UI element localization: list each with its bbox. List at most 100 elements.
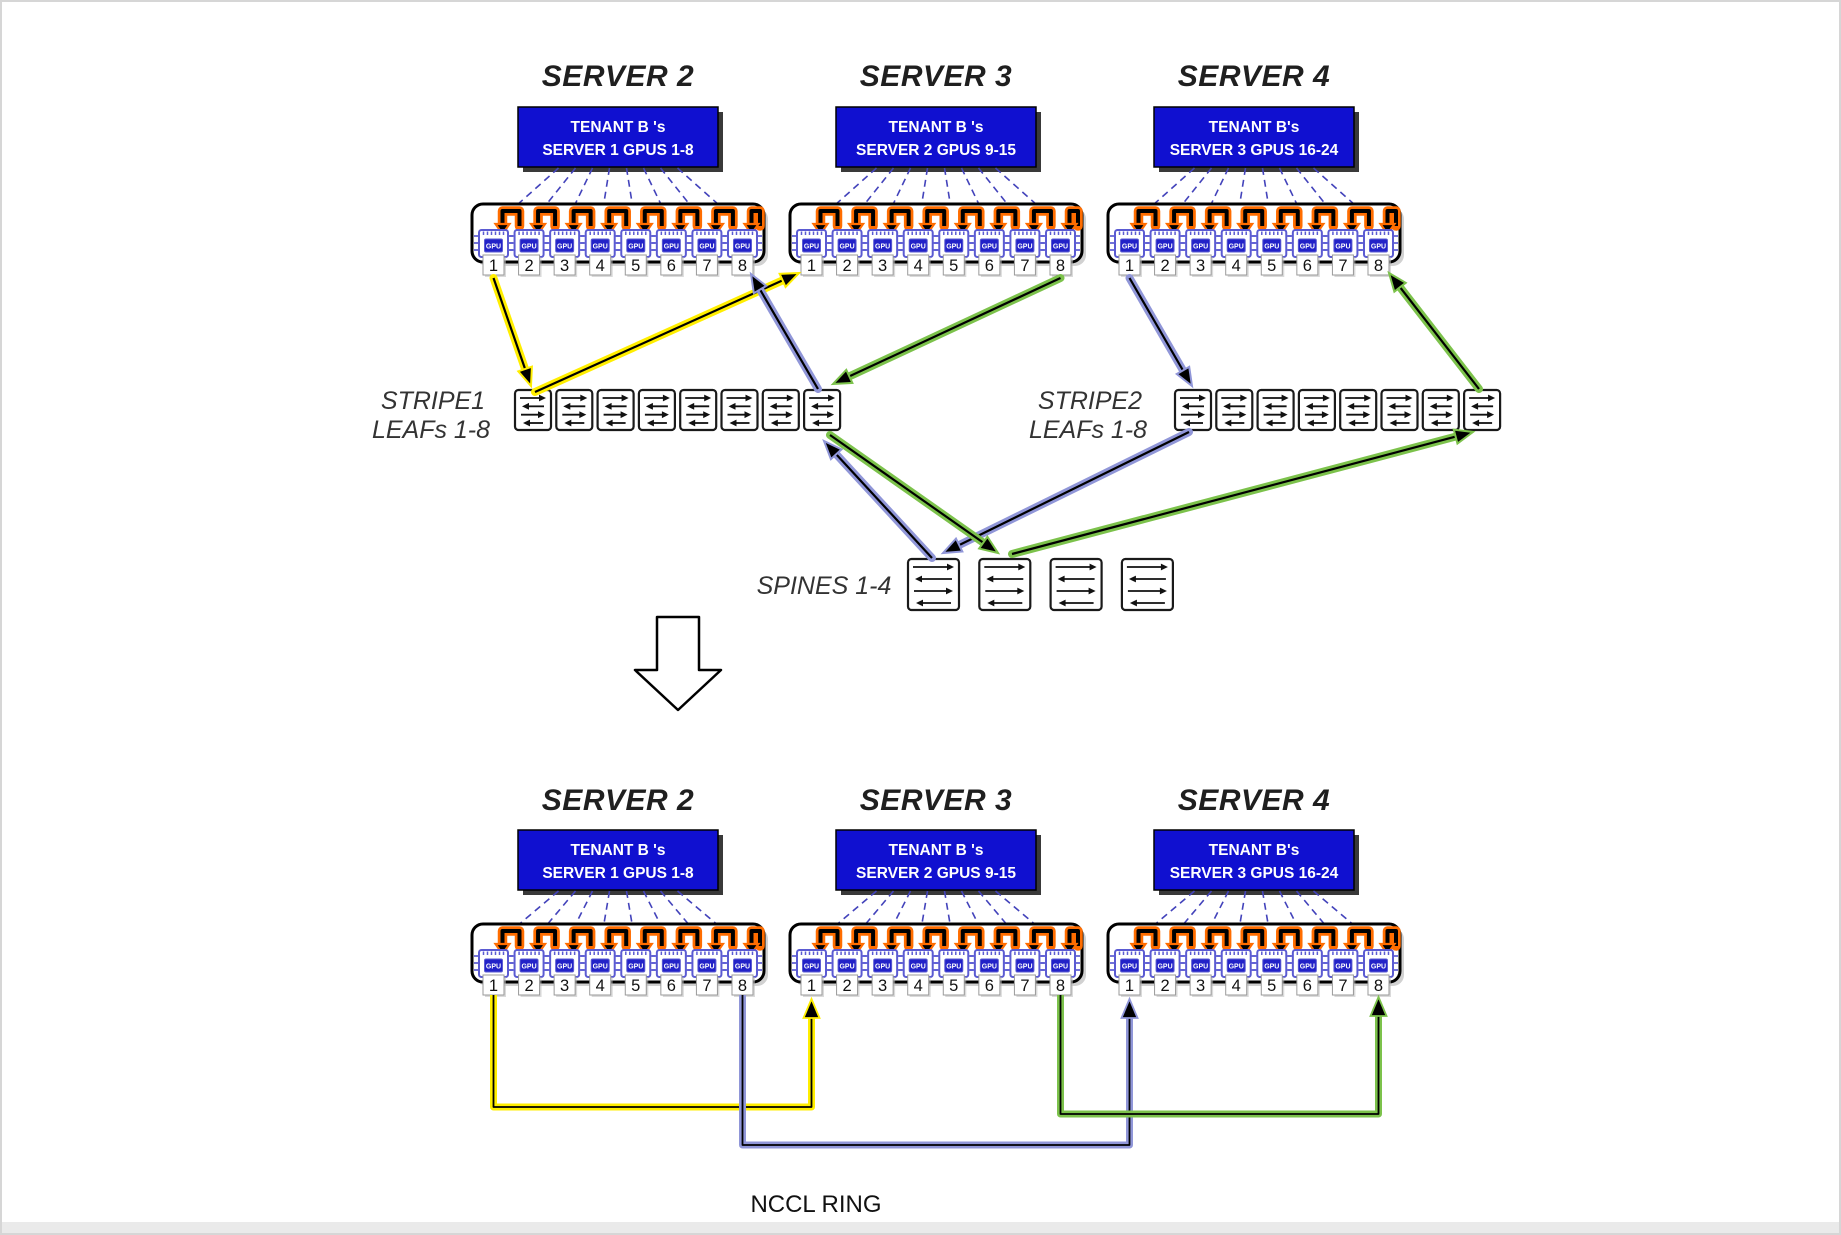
chip-die: [519, 238, 539, 253]
switch-arrow-head: [1363, 411, 1371, 419]
gpu-number-tag: 7: [695, 254, 720, 277]
gpu-number-tag: 3: [1189, 974, 1214, 997]
switch-arrow-head: [604, 402, 612, 410]
tenant-gpu-link: [1261, 890, 1273, 947]
gpu-number: 1: [807, 257, 816, 275]
switch-arrow-head: [1389, 419, 1397, 427]
gpu-number-tag: 1: [482, 254, 506, 277]
switch-arrow-head: [916, 599, 923, 607]
chip-label: GPU: [1193, 964, 1208, 971]
nvlink-core: [571, 929, 593, 946]
switch-arrow-head: [1198, 411, 1205, 419]
switch-arrow-head: [605, 419, 613, 427]
switch-arrow-head: [688, 419, 696, 427]
switch-arrow-head: [1429, 402, 1437, 410]
switch-arrow-head: [1088, 587, 1096, 595]
nvlink-core: [1278, 929, 1300, 946]
gpu-chip-icon: GPU: [1110, 229, 1149, 258]
gpu-number-tag: 1: [800, 254, 824, 277]
chip-die: [626, 238, 646, 253]
chip-label: GPU: [1335, 244, 1350, 251]
chip-label: GPU: [1300, 244, 1315, 251]
gpu-number: 5: [631, 257, 640, 275]
switch-arrow-head: [1322, 394, 1330, 402]
link-navy-stripe1.leaf8-server2.gpu8: [749, 271, 822, 393]
stripe1-leaf-5-box: [679, 388, 718, 432]
switch-arrow-head: [1305, 402, 1313, 410]
stripe1-leaf-3-box: [596, 388, 635, 432]
switch-arrow-head: [579, 411, 587, 419]
link-core: [756, 283, 819, 390]
gpu-number-tag: 2: [518, 974, 542, 997]
switch-arrow-head: [1280, 411, 1288, 419]
nvlink-core: [1136, 209, 1158, 226]
server-title: SERVER 3: [860, 60, 1012, 93]
switch-arrow-head: [1128, 575, 1136, 583]
nvlink-core: [996, 209, 1018, 226]
switch-arrow-head: [729, 419, 737, 427]
chip-die: [590, 238, 610, 253]
gpu-chip-icon: GPU: [651, 949, 691, 978]
tag-box: [942, 254, 965, 276]
nvlink-core: [1243, 929, 1265, 946]
gpu-number-tag: 6: [978, 974, 1002, 997]
stripe1-leaf-8: [802, 388, 842, 432]
gpu-chip-icon: GPU: [792, 229, 831, 258]
nvlink-core: [713, 929, 735, 946]
chip-die: [837, 958, 857, 973]
server-title: SERVER 4: [1178, 784, 1330, 817]
gpu-number-tag: 5: [624, 254, 649, 277]
link-core: [1395, 281, 1480, 390]
chip-die: [697, 958, 717, 973]
nvlink-core: [1067, 209, 1080, 226]
chip-label: GPU: [593, 964, 608, 971]
gpu-number-tag: 8: [1367, 974, 1391, 997]
switch-arrow-head: [1348, 419, 1356, 427]
tag-box: [1189, 974, 1212, 996]
tag-box: [1189, 254, 1212, 276]
stripe2-label-line1: STRIPE2: [1038, 387, 1142, 415]
gpu-number-tag: 1: [1118, 254, 1142, 277]
gpu-number: 2: [524, 257, 533, 275]
server-title: SERVER 4: [1178, 60, 1330, 93]
switch-arrow-head: [1488, 394, 1496, 402]
switch-arrow-head: [811, 402, 819, 410]
gpu-number-tag: 5: [942, 254, 967, 277]
tag-box: [836, 254, 859, 276]
link-navy-spine1-stripe1.leaf8: [822, 439, 936, 562]
gpu-chip-icon: GPU: [1145, 229, 1185, 258]
link-green-server3.gpu8-stripe1.leaf8: [830, 274, 1065, 386]
nvlink-core: [1385, 209, 1398, 226]
switch-arrow-head: [539, 394, 546, 402]
nvlink-core: [1031, 209, 1053, 226]
link-core: [953, 431, 1190, 549]
chip-die: [484, 238, 503, 253]
tenant-box: [1153, 829, 1355, 891]
chip-label: GPU: [946, 964, 961, 971]
tag-box: [1260, 974, 1283, 996]
gpu-number: 2: [1160, 977, 1169, 995]
stripe2-leaf-7-box: [1421, 388, 1460, 432]
switch-arrow-head: [1487, 411, 1495, 419]
gpu-chip-icon: GPU: [898, 229, 938, 258]
link-navy-server4.gpu1-stripe2.leaf1: [1125, 274, 1194, 389]
link-arrowhead: [1174, 365, 1194, 389]
chip-label: GPU: [557, 964, 572, 971]
chip-label: GPU: [946, 244, 961, 251]
gpu-number-tag: 7: [1013, 974, 1038, 997]
chip-die: [1262, 958, 1282, 973]
chip-label: GPU: [521, 964, 536, 971]
chip-label: GPU: [1371, 964, 1386, 971]
server-box: [470, 202, 766, 264]
ring-halo: [490, 995, 815, 1111]
server-box: [1106, 202, 1402, 264]
nvlink-core: [1136, 929, 1158, 946]
nvlink-core: [854, 929, 876, 946]
gpu-number: 3: [1196, 257, 1205, 275]
chip-die: [1333, 958, 1353, 973]
tag-box: [1331, 974, 1354, 996]
gpu-number: 4: [914, 977, 923, 995]
tag-box: [695, 254, 718, 276]
chip-die: [837, 238, 857, 253]
